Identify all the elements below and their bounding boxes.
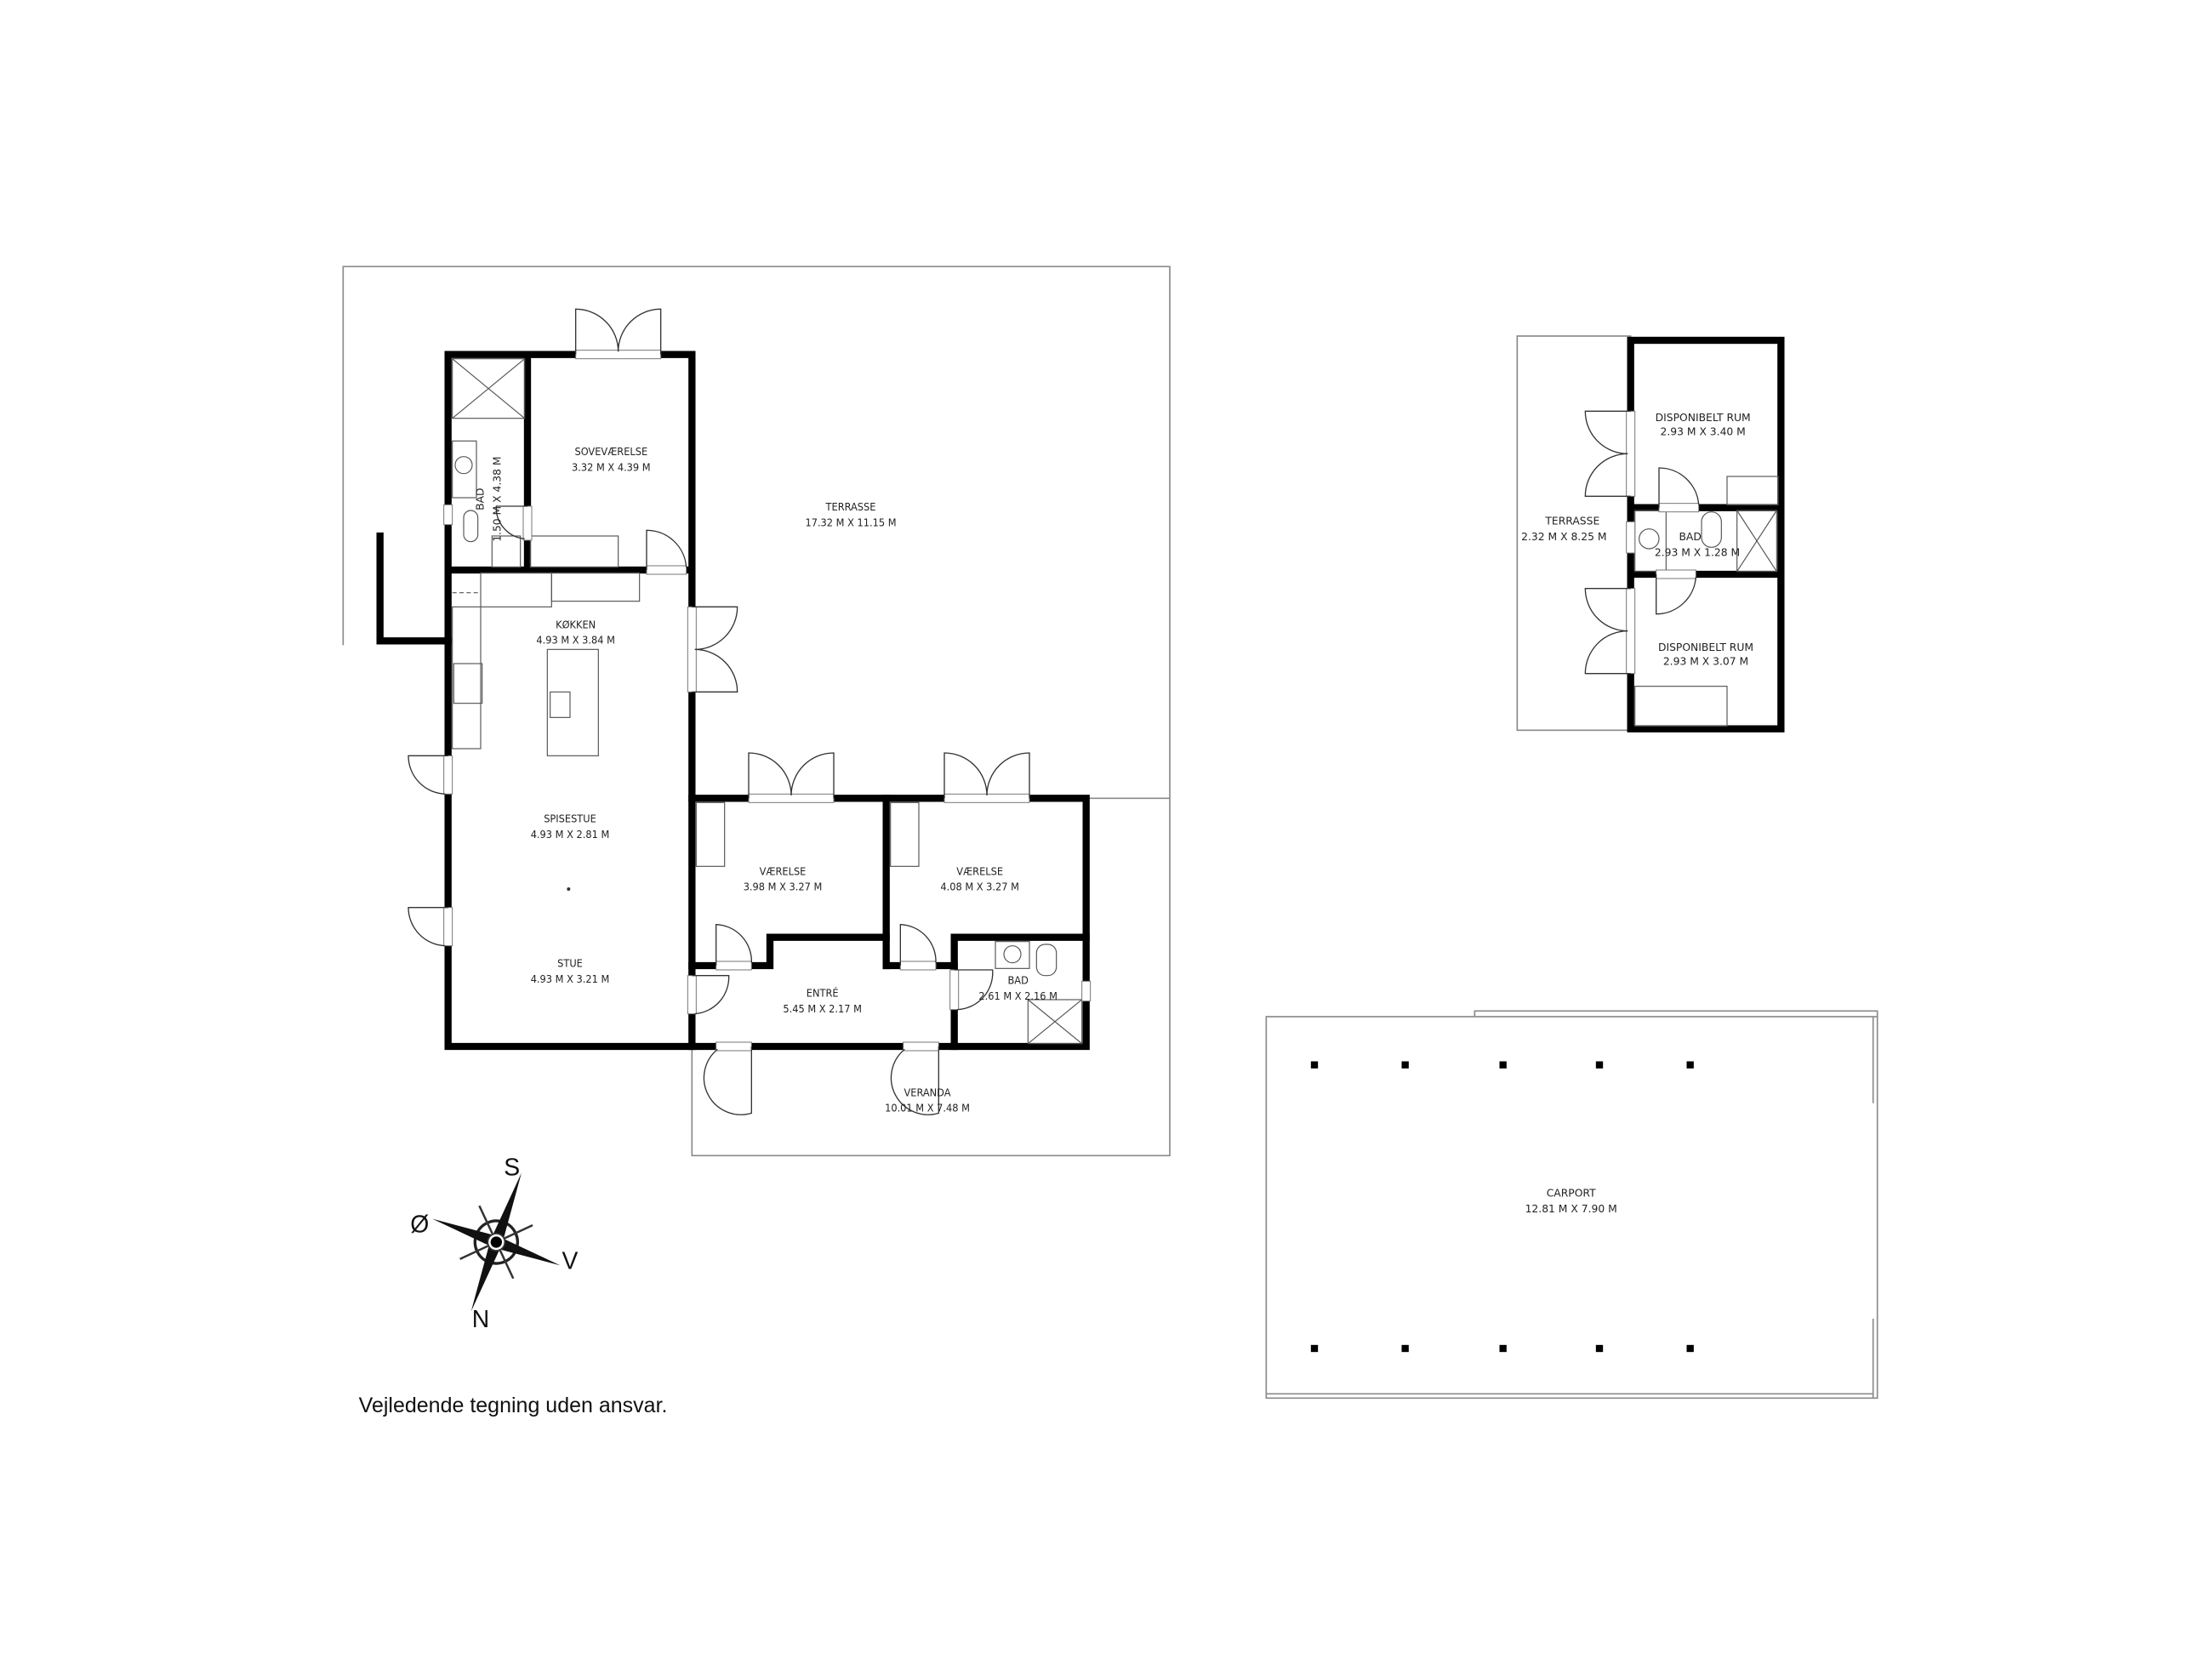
carport: CARPORT 12.81 M X 7.90 M bbox=[1265, 1010, 1878, 1400]
room-name-stue: STUE bbox=[557, 957, 583, 970]
room-name-bad-2: BAD bbox=[1007, 974, 1029, 987]
annex-room-name-terrasse: TERRASSE bbox=[1544, 516, 1599, 527]
room-name-bad-1: BAD bbox=[474, 487, 486, 510]
room-name-terrasse: TERRASSE bbox=[825, 500, 876, 513]
annex-room-dims-terrasse: 2.32 M X 8.25 M bbox=[1521, 531, 1606, 543]
annex-room-dims-bad: 2.93 M X 1.28 M bbox=[1655, 546, 1740, 558]
main-house-walls bbox=[376, 351, 1090, 1051]
room-dims-sovevaerelse: 3.32 M X 4.39 M bbox=[572, 460, 651, 473]
room-dims-bad-1: 1.50 M X 4.38 M bbox=[491, 457, 503, 542]
room-dims-spisestue: 4.93 M X 2.81 M bbox=[531, 828, 610, 841]
fixtures bbox=[452, 358, 1083, 1045]
compass-east: Ø bbox=[410, 1211, 429, 1238]
annex-room-dims-disponibelt-2: 2.93 M X 3.07 M bbox=[1663, 656, 1748, 668]
room-name-entre: ENTRÉ bbox=[807, 987, 839, 1000]
room-name-vaerelse-2: VÆRELSE bbox=[956, 864, 1003, 877]
carport-dims: 12.81 M X 7.90 M bbox=[1525, 1203, 1617, 1215]
room-dims-bad-2: 2.61 M X 2.16 M bbox=[978, 989, 1058, 1002]
room-name-vaerelse-1: VÆRELSE bbox=[760, 864, 807, 877]
room-dims-vaerelse-1: 3.98 M X 3.27 M bbox=[744, 881, 823, 893]
disclaimer: Vejledende tegning uden ansvar. bbox=[359, 1394, 668, 1417]
room-name-veranda: VERANDA bbox=[904, 1086, 950, 1098]
room-name-spisestue: SPISESTUE bbox=[544, 812, 596, 825]
compass-north: N bbox=[472, 1306, 489, 1333]
compass-south: S bbox=[504, 1154, 520, 1182]
annex: DISPONIBELT RUM 2.93 M X 3.40 M BAD 2.93… bbox=[1516, 335, 1785, 733]
room-dims-kokken: 4.93 M X 3.84 M bbox=[536, 634, 615, 647]
doors-main bbox=[408, 308, 1092, 1115]
annex-room-dims-disponibelt-1: 2.93 M X 3.40 M bbox=[1661, 426, 1746, 438]
room-dims-vaerelse-2: 4.08 M X 3.27 M bbox=[940, 881, 1019, 893]
room-name-sovevaerelse: SOVEVÆRELSE bbox=[574, 445, 647, 458]
room-dims-entre: 5.45 M X 2.17 M bbox=[783, 1002, 862, 1015]
compass-rose-icon: S Ø V N bbox=[410, 1154, 579, 1333]
carport-name: CARPORT bbox=[1547, 1188, 1596, 1200]
terrace-outline bbox=[342, 265, 1171, 1157]
carport-posts bbox=[1310, 1061, 1694, 1353]
annex-room-name-bad: BAD bbox=[1679, 531, 1701, 543]
annex-room-name-disponibelt-2: DISPONIBELT RUM bbox=[1658, 641, 1753, 653]
compass-west: V bbox=[562, 1248, 579, 1275]
main-house-labels: SOVEVÆRELSE 3.32 M X 4.39 M BAD 1.50 M X… bbox=[474, 445, 1058, 1115]
room-dims-veranda: 10.01 M X 7.48 M bbox=[885, 1102, 970, 1115]
annex-room-name-disponibelt-1: DISPONIBELT RUM bbox=[1656, 412, 1751, 424]
room-name-kokken: KØKKEN bbox=[556, 618, 596, 630]
room-dims-stue: 4.93 M X 3.21 M bbox=[531, 972, 610, 985]
room-dims-terrasse: 17.32 M X 11.15 M bbox=[805, 516, 896, 528]
